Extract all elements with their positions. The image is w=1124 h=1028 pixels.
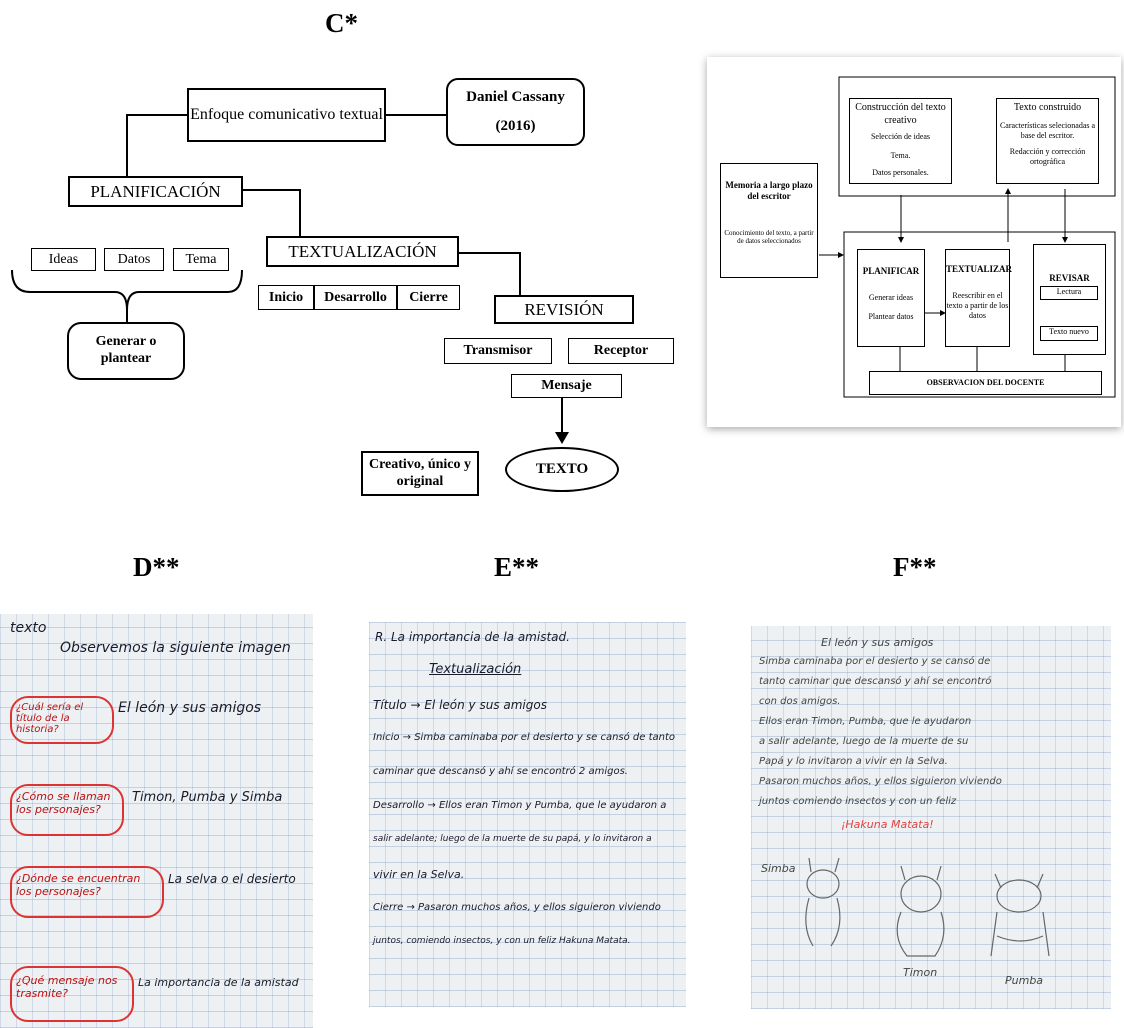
- photo-f-caption: Simba: [761, 862, 796, 875]
- photo-f-caption: Timon: [903, 966, 938, 979]
- revision-box: REVISIÓN: [494, 295, 634, 324]
- photo-d-answer: El león y sus amigos: [118, 700, 262, 716]
- textualizar-text: Reescribir en el texto a partir de los d…: [946, 291, 1009, 321]
- revisar-title: REVISAR: [1049, 273, 1090, 283]
- photo-e-line: salir adelante; luego de la muerte de su…: [373, 834, 652, 844]
- photo-f-line: con dos amigos.: [759, 696, 841, 707]
- photo-e-line: R. La importancia de la amistad.: [375, 630, 570, 644]
- photo-e-line: vivir en la Selva.: [373, 868, 465, 881]
- notebook-photo-f: El león y sus amigos Simba caminaba por …: [751, 626, 1111, 1009]
- photo-d-line: texto: [10, 620, 47, 636]
- author-year: (2016): [495, 118, 536, 134]
- photo-e-line: juntos, comiendo insectos, y con un feli…: [373, 936, 631, 946]
- desarrollo-box: Desarrollo: [314, 285, 397, 310]
- planificar-item: Plantear datos: [868, 312, 914, 322]
- datos-box: Datos: [104, 248, 164, 271]
- construido-box: Texto construido Características selecio…: [996, 98, 1099, 184]
- question-cloud: [10, 866, 164, 918]
- photo-f-line: a salir adelante, luego de la muerte de …: [759, 736, 969, 747]
- photo-f-line: tanto caminar que descansó y ahí se enco…: [759, 676, 992, 687]
- notebook-photo-e: R. La importancia de la amistad. Textual…: [369, 622, 686, 1007]
- transmisor-box: Transmisor: [444, 338, 552, 364]
- cierre-box: Cierre: [397, 285, 460, 310]
- photo-d-question: ¿Cuál sería el título de la historia?: [16, 702, 84, 735]
- photo-d-answer: La importancia de la amistad: [138, 976, 299, 989]
- question-cloud: [10, 696, 114, 744]
- textualizar-box: TEXTUALIZAR Reescribir en el texto a par…: [945, 249, 1013, 347]
- question-cloud: [10, 784, 124, 836]
- photo-d-question: ¿Cómo se llaman los personajes?: [16, 790, 111, 816]
- photo-f-line: Ellos eran Timon, Pumba, que le ayudaron: [759, 716, 972, 727]
- memoria-title: Memoria a largo plazo del escritor: [725, 180, 813, 202]
- construccion-item: Selección de ideas: [870, 132, 931, 141]
- photo-d-question: ¿Qué mensaje nos trasmite?: [16, 974, 118, 1000]
- textualizar-title: TEXTUALIZAR: [946, 264, 1013, 274]
- photo-f-line: juntos comiendo insectos y con un feliz: [759, 796, 957, 807]
- observacion-box: OBSERVACION DEL DOCENTE: [869, 371, 1102, 395]
- construido-title: Texto construido: [1013, 102, 1082, 113]
- textualizacion-box: TEXTUALIZACIÓN: [266, 236, 459, 267]
- planificar-item: Generar ideas: [868, 293, 914, 303]
- photo-d-line: Observemos la siguiente imagen: [60, 640, 291, 656]
- construccion-item: Datos personales.: [872, 168, 929, 177]
- texto-ellipse: TEXTO: [505, 447, 619, 492]
- inicio-box: Inicio: [258, 285, 314, 310]
- memoria-box: Memoria a largo plazo del escritor Conoc…: [720, 163, 818, 278]
- construido-item: Características selecionadas a base del …: [999, 120, 1096, 140]
- photo-e-line: Título → El león y sus amigos: [373, 698, 547, 712]
- enfoque-box: Enfoque comunicativo textual: [187, 88, 386, 142]
- photo-d-answer: La selva o el desierto: [168, 872, 296, 886]
- author-box: Daniel Cassany (2016): [446, 78, 585, 146]
- figure-label-c: C*: [325, 8, 358, 38]
- photo-d-answer: Timon, Pumba y Simba: [132, 790, 283, 805]
- construido-item: Redacción y corrección ortográfica: [1009, 146, 1086, 166]
- lectura-box: Lectura: [1040, 286, 1098, 300]
- creativo-box: Creativo, único y original: [361, 451, 479, 496]
- planificar-box: PLANIFICAR Generar ideas Plantear datos: [857, 249, 925, 347]
- writing-process-diagram: Construcción del texto creativo Selecció…: [707, 57, 1121, 427]
- photo-f-line: El león y sus amigos: [821, 636, 934, 649]
- photo-f-line: Pasaron muchos años, y ellos siguieron v…: [759, 776, 1002, 787]
- photo-e-line: Cierre → Pasaron muchos años, y ellos si…: [373, 902, 661, 913]
- generar-box: Generar o plantear: [67, 322, 185, 380]
- photo-f-line: Simba caminaba por el desierto y se cans…: [759, 656, 991, 667]
- texto-nuevo-box: Texto nuevo: [1040, 326, 1098, 341]
- author-name: Daniel Cassany: [466, 89, 565, 105]
- diagram-c-connectors: [11, 114, 569, 444]
- figure-label-e: E**: [494, 552, 540, 582]
- tema-box: Tema: [173, 248, 229, 271]
- photo-f-line: ¡Hakuna Matata!: [841, 818, 934, 831]
- figure-label-f: F**: [893, 552, 937, 582]
- animal-sketches: [805, 857, 1050, 957]
- receptor-box: Receptor: [568, 338, 674, 364]
- question-cloud: [10, 966, 134, 1022]
- notebook-photo-d: texto Observemos la siguiente imagen ¿Cu…: [0, 614, 313, 1028]
- process-connectors: [819, 76, 1116, 398]
- photo-f-caption: Pumba: [1005, 974, 1044, 987]
- ideas-box: Ideas: [31, 248, 96, 271]
- planificacion-box: PLANIFICACIÓN: [68, 176, 243, 207]
- photo-f-line: Papá y lo invitaron a vivir en la Selva.: [759, 756, 948, 767]
- memoria-text: Conocimiento del texto, a partir de dato…: [724, 228, 814, 246]
- photo-d-question: ¿Dónde se encuentran los personajes?: [16, 872, 141, 898]
- photo-e-line: Inicio → Simba caminaba por el desierto …: [373, 732, 676, 743]
- photo-e-line: Desarrollo → Ellos eran Timon y Pumba, q…: [373, 800, 667, 811]
- photo-e-line: Textualización: [429, 662, 522, 677]
- photo-e-line: caminar que descansó y ahí se encontró 2…: [373, 766, 628, 777]
- construccion-item: Tema.: [890, 151, 911, 160]
- mensaje-box: Mensaje: [511, 374, 622, 398]
- construccion-box: Construcción del texto creativo Selecció…: [849, 98, 952, 184]
- construccion-title: Construcción del texto creativo: [855, 102, 946, 126]
- figure-label-d: D**: [133, 552, 180, 582]
- planificar-title: PLANIFICAR: [862, 266, 920, 276]
